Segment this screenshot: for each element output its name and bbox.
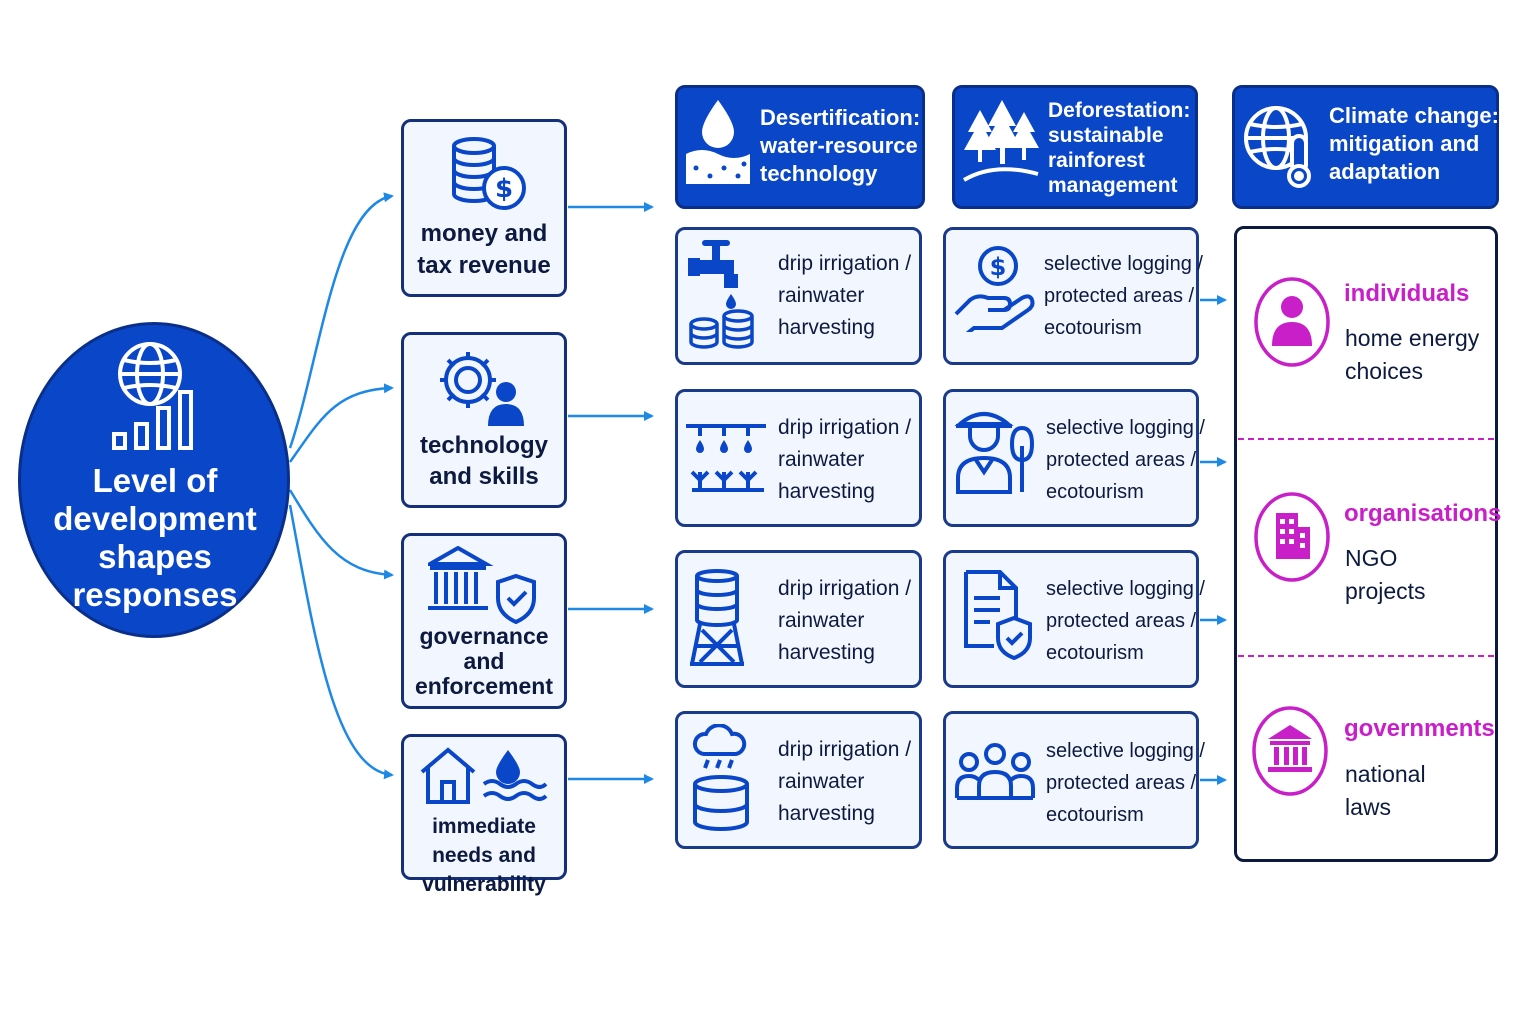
actor-organisations-name: organisations	[1344, 500, 1502, 527]
factor-money-box	[401, 119, 567, 297]
hub-title: Level of development shapes responses	[53, 462, 257, 613]
climate-header	[1232, 85, 1499, 209]
globe-thermometer-icon	[1244, 106, 1311, 188]
actor-organisations-desc: NGO projects	[1345, 545, 1426, 604]
factor-needs-label: immediate needs and vulnerability	[422, 815, 546, 896]
desertification-card-2	[675, 389, 922, 527]
climate-divider-2	[1238, 655, 1494, 657]
desertification-card-4-text: drip irrigation / rainwater harvesting	[778, 738, 912, 825]
factor-technology-label: technology and skills	[419, 432, 548, 490]
factor-needs-box	[401, 734, 567, 880]
actor-governments-desc: national laws	[1345, 761, 1426, 820]
hub-to-money-arrow	[288, 192, 394, 449]
svg-text:$: $	[495, 174, 513, 204]
climate-divider-1	[1238, 438, 1494, 440]
desertification-card-4	[675, 711, 922, 849]
climate-title: Climate change: mitigation and adaptatio…	[1329, 103, 1499, 184]
desertification-card-1-text: drip irrigation / rainwater harvesting	[778, 252, 912, 339]
hub-to-technology-arrow	[288, 383, 394, 463]
actor-individuals-desc: home energy choices	[1345, 325, 1480, 384]
deforestation-card-2-text: selective logging / protected areas / ec…	[1046, 417, 1205, 503]
drip-irrigation-plants-icon	[686, 424, 766, 492]
globe-chart-icon	[112, 342, 193, 450]
deforestation-title: Deforestation: sustainable rainforest ma…	[1048, 99, 1191, 197]
document-shield-icon	[964, 570, 1032, 660]
water-drop-soil-icon	[686, 100, 750, 184]
office-building-icon	[1254, 492, 1330, 582]
people-group-icon	[955, 743, 1035, 800]
desertification-title: Desertification: water-resource technolo…	[760, 105, 921, 186]
coins-dollar-icon: $	[452, 137, 526, 210]
forest-trees-icon	[962, 100, 1039, 182]
ranger-tree-icon	[954, 412, 1035, 494]
government-shield-icon	[428, 546, 536, 624]
factor-money-label: money and tax revenue	[417, 220, 551, 279]
hub-to-needs-arrow	[288, 504, 394, 780]
actor-governments-name: governments	[1344, 715, 1495, 742]
person-icon	[1254, 277, 1330, 367]
svg-text:$: $	[990, 253, 1007, 281]
water-tower-icon	[690, 569, 744, 666]
deforestation-card-1-text: selective logging / protected areas / ec…	[1044, 253, 1203, 339]
rain-tank-icon	[693, 724, 749, 831]
hand-money-icon: $	[954, 246, 1035, 332]
tap-coins-icon	[688, 240, 754, 349]
actor-individuals-name: individuals	[1344, 280, 1470, 307]
deforestation-card-4-text: selective logging / protected areas / ec…	[1046, 740, 1205, 826]
hub-to-governance-arrow	[288, 489, 394, 580]
desertification-card-2-text: drip irrigation / rainwater harvesting	[778, 416, 912, 503]
gear-person-icon	[440, 352, 524, 426]
desertification-card-3-text: drip irrigation / rainwater harvesting	[778, 577, 912, 664]
factor-governance-label: governance and enforcement	[414, 623, 554, 699]
deforestation-card-3-text: selective logging / protected areas / ec…	[1046, 578, 1205, 664]
house-water-icon	[420, 747, 548, 804]
government-building-icon	[1252, 706, 1328, 796]
deforestation-card-4	[943, 711, 1199, 849]
